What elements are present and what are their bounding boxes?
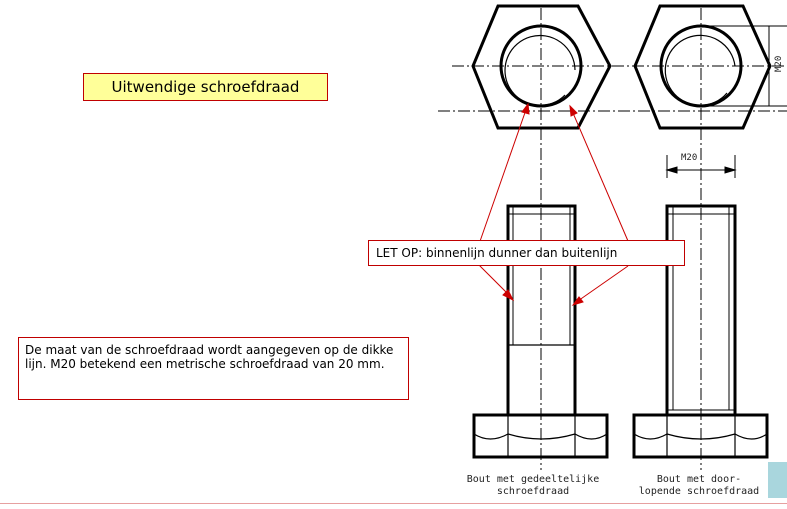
center-lines xyxy=(438,8,787,470)
slide-title: Uitwendige schroefdraad xyxy=(83,73,328,101)
corner-tab xyxy=(768,462,787,498)
dimension-label-m20: M20 xyxy=(681,153,697,163)
right-bolt-head xyxy=(632,413,769,459)
caption-right-line2: lopende schroefdraad xyxy=(638,486,760,497)
right-hex-top-view xyxy=(633,4,772,130)
note-callout: LET OP: binnenlijn dunner dan buitenlijn xyxy=(368,240,685,266)
left-bolt-side-view xyxy=(472,204,609,459)
bottom-divider xyxy=(0,503,787,504)
right-inner-thread-arc xyxy=(664,34,736,106)
dimension-label-m20-vertical: M20 xyxy=(774,56,784,72)
caption-partial-thread: Bout met gedeeltelijke schroefdraad xyxy=(458,474,608,498)
right-hexagon xyxy=(633,4,772,130)
annotation-arrows xyxy=(475,102,629,306)
left-bolt-shank xyxy=(506,204,577,415)
caption-full-thread: Bout met door- lopende schroefdraad xyxy=(618,474,780,498)
description-box: De maat van de schroefdraad wordt aangeg… xyxy=(18,337,409,400)
horizontal-dimension xyxy=(665,155,737,178)
left-bolt-head xyxy=(472,413,609,459)
left-inner-thread-arc xyxy=(504,34,576,107)
caption-left-line1: Bout met gedeeltelijke xyxy=(466,474,600,485)
right-bolt-shank xyxy=(665,204,737,415)
vertical-dimension xyxy=(708,25,787,107)
caption-right-line1: Bout met door- xyxy=(656,474,742,485)
caption-left-line2: schroefdraad xyxy=(496,486,570,497)
